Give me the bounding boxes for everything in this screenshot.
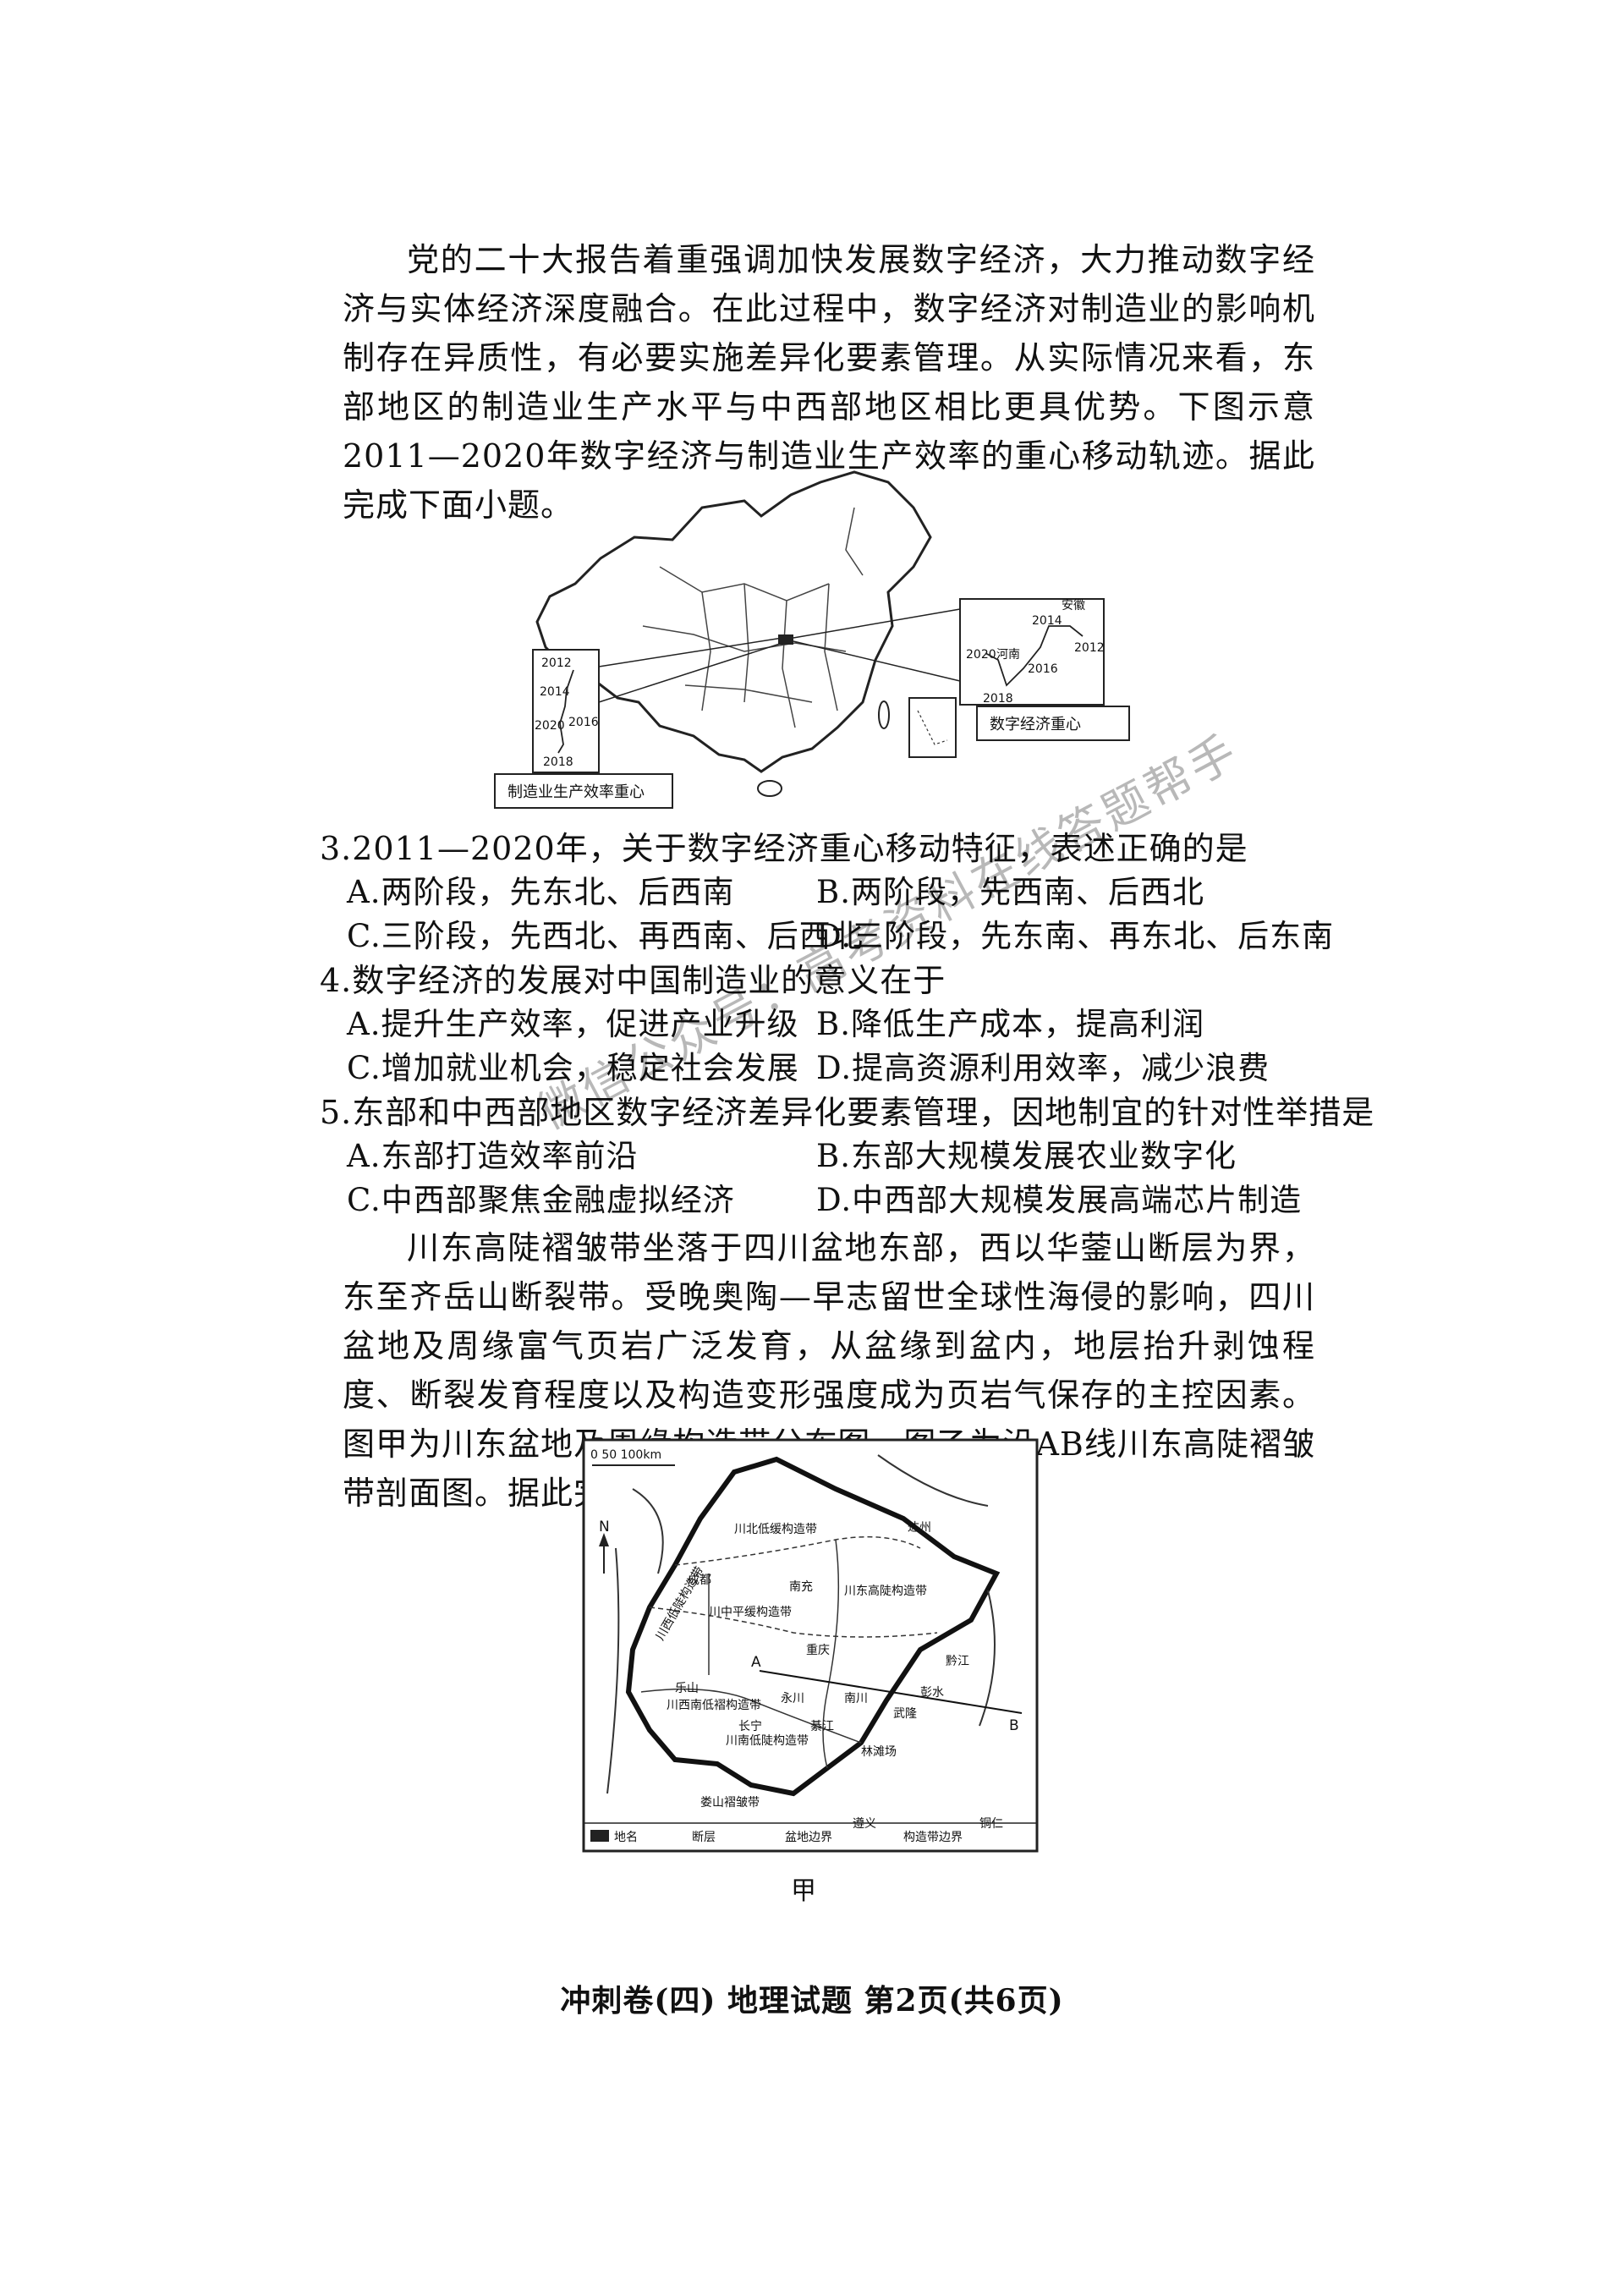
q3-option-a[interactable]: A.两阶段，先东北、后西南 xyxy=(347,874,735,910)
legend-basin: 盆地边界 xyxy=(785,1831,832,1844)
page-footer: 冲刺卷(四) 地理试题 第2页(共6页) xyxy=(560,1983,1064,2019)
north-arrow-label: N xyxy=(599,1519,610,1535)
digital-label-box xyxy=(976,706,1130,741)
city-qijiang: 綦江 xyxy=(810,1720,834,1733)
q5-option-b[interactable]: B.东部大规模发展农业数字化 xyxy=(816,1138,1237,1174)
left-year-2014: 2014 xyxy=(540,685,570,699)
q3-option-c[interactable]: C.三阶段，先西北、再西南、后西北 xyxy=(347,918,864,954)
digital-box xyxy=(959,598,1105,706)
q5-option-c[interactable]: C.中西部聚焦金融虚拟经济 xyxy=(347,1182,735,1218)
q4-option-c[interactable]: C.增加就业机会，稳定社会发展 xyxy=(347,1050,799,1086)
manufacturing-label-box xyxy=(494,773,673,809)
right-year-2012: 2012 xyxy=(1074,641,1105,655)
legend-fault: 断层 xyxy=(692,1831,716,1844)
right-year-2014: 2014 xyxy=(1032,614,1062,628)
left-year-2012: 2012 xyxy=(541,656,572,670)
zone-east: 川东高陡构造带 xyxy=(844,1584,927,1598)
zone-central: 川中平缓构造带 xyxy=(709,1606,792,1619)
scale-label: 0 50 100km xyxy=(590,1448,661,1462)
city-tongren: 铜仁 xyxy=(979,1817,1003,1831)
basin-boundary xyxy=(625,1456,1001,1797)
left-year-2016: 2016 xyxy=(568,716,599,729)
place-anhui: 安徽 xyxy=(1062,599,1085,612)
q4-stem: 4.数字经济的发展对中国制造业的意义在于 xyxy=(320,962,946,999)
digital-label: 数字经济重心 xyxy=(990,716,1081,733)
zone-southwest: 川西南低褶构造带 xyxy=(667,1699,761,1712)
right-year-2020: 2020 xyxy=(966,648,996,662)
city-dazhou: 达州 xyxy=(908,1521,931,1535)
place-henan: 河南 xyxy=(996,648,1020,662)
sichuan-tectonic-map: 0 50 100km N A B 川北低缓构造带 川西低陡构造带 川中平缓构造带… xyxy=(582,1438,1039,1853)
city-lintanchang: 林滩场 xyxy=(861,1745,897,1759)
left-year-2018: 2018 xyxy=(543,755,573,769)
city-nanchong: 南充 xyxy=(789,1580,813,1594)
manufacturing-box xyxy=(532,649,600,773)
zone-south: 川南低陡构造带 xyxy=(726,1734,809,1748)
right-year-2016: 2016 xyxy=(1028,662,1058,676)
q5-option-a[interactable]: A.东部打造效率前沿 xyxy=(347,1138,639,1174)
passage-1: 党的二十大报告着重强调加快发展数字经济，大力推动数字经济与实体经济深度融合。在此… xyxy=(343,241,1315,524)
q3-option-d[interactable]: D.三阶段，先东南、再东北、后东南 xyxy=(816,918,1335,954)
point-b: B xyxy=(1009,1717,1019,1734)
manufacturing-label: 制造业生产效率重心 xyxy=(508,783,645,801)
legend-place: 地名 xyxy=(614,1831,638,1844)
q4-option-a[interactable]: A.提升生产效率，促进产业升级 xyxy=(347,1006,799,1042)
zone-loushan: 娄山褶皱带 xyxy=(700,1796,760,1810)
city-leshan: 乐山 xyxy=(675,1682,699,1695)
city-pengshui: 彭水 xyxy=(920,1686,944,1700)
north-arrow-icon xyxy=(599,1533,609,1546)
city-wulong: 武隆 xyxy=(893,1707,917,1721)
left-year-2020: 2020 xyxy=(535,719,565,733)
q3-option-b[interactable]: B.两阶段，先西南、后西北 xyxy=(816,874,1204,910)
q5-stem: 5.东部和中西部地区数字经济差异化要素管理，因地制宜的针对性举措是 xyxy=(320,1094,1375,1131)
city-changning: 长宁 xyxy=(738,1719,762,1733)
q4-option-b[interactable]: B.降低生产成本，提高利润 xyxy=(816,1006,1204,1042)
city-yongchuan: 永川 xyxy=(781,1692,804,1706)
legend-zone: 构造带边界 xyxy=(903,1831,963,1844)
digital-economy-map: 2012 2014 2016 2020 2018 制造业生产效率重心 2014 … xyxy=(494,470,1130,809)
zone-north: 川北低缓构造带 xyxy=(734,1523,817,1536)
q3-stem: 3.2011—2020年，关于数字经济重心移动特征，表述正确的是 xyxy=(320,830,1248,867)
city-qianjiang: 黔江 xyxy=(946,1655,969,1668)
city-chengdu: 成都 xyxy=(688,1574,711,1587)
q5-option-d[interactable]: D.中西部大规模发展高端芯片制造 xyxy=(816,1182,1303,1218)
city-nanchuan: 南川 xyxy=(844,1692,868,1706)
figure-caption: 甲 xyxy=(791,1876,816,1906)
city-chongqing: 重庆 xyxy=(806,1644,830,1657)
right-year-2018: 2018 xyxy=(983,692,1013,706)
q4-option-d[interactable]: D.提高资源利用效率，减少浪费 xyxy=(816,1050,1270,1086)
point-a: A xyxy=(751,1654,761,1671)
